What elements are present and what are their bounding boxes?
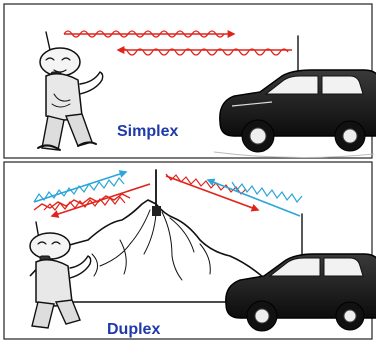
right-wave-bundle [165,173,303,217]
simplex-panel: Simplex [3,3,376,159]
car-icon [213,69,376,159]
panel-label: Duplex [107,321,160,338]
walkie-talkie-person-icon [29,221,92,329]
panel-label: Simplex [117,123,178,140]
car-icon [225,253,376,332]
duplex-panel: Duplex [3,161,376,340]
repeater-tower-icon [152,169,161,216]
left-wave-bundle [33,170,151,218]
walkie-talkie-person-icon [37,31,104,151]
return-wave [119,48,289,56]
